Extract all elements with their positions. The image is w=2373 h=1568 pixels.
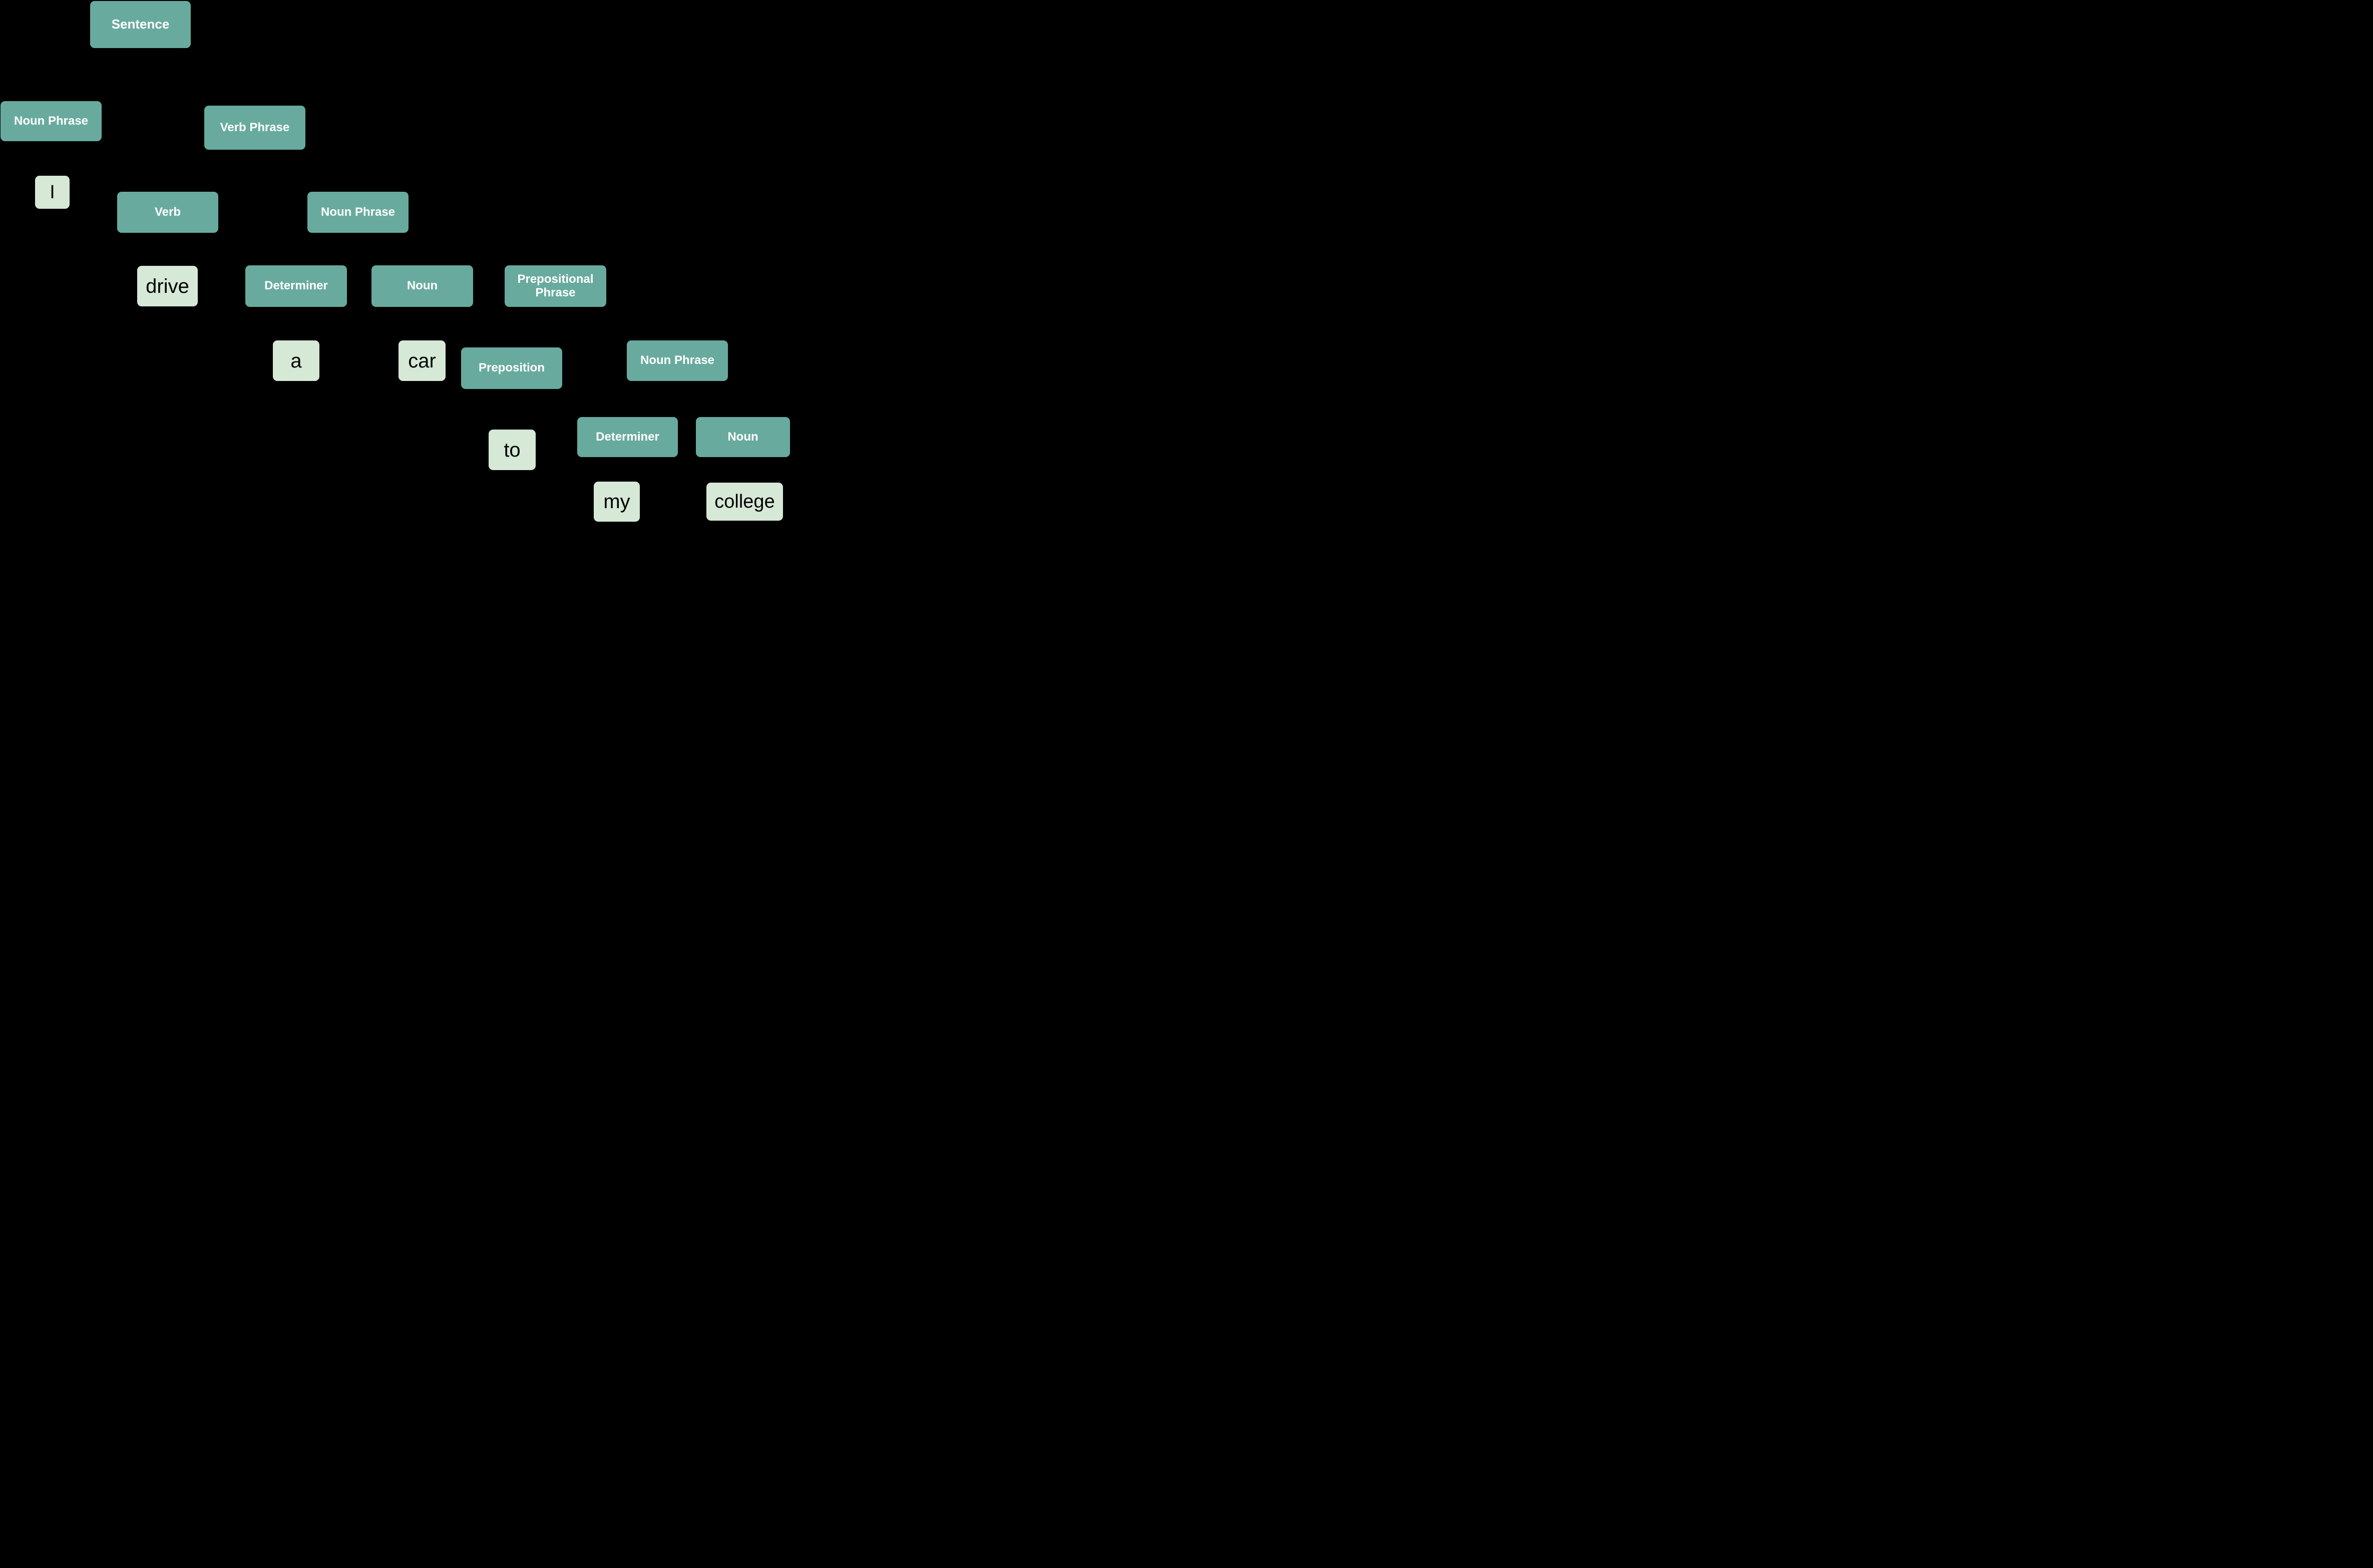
leaf-car: car <box>399 340 446 381</box>
node-verb-phrase: Verb Phrase <box>204 106 305 150</box>
node-noun-1: Noun <box>371 265 473 307</box>
node-label: Noun Phrase <box>640 353 715 367</box>
node-determiner-1: Determiner <box>245 265 347 307</box>
node-label: Verb <box>154 205 181 219</box>
word-label: college <box>714 491 775 512</box>
node-label: Verb Phrase <box>220 120 290 134</box>
node-noun-phrase-pp: Noun Phrase <box>627 340 728 381</box>
leaf-i: I <box>35 176 70 209</box>
node-noun-phrase-object: Noun Phrase <box>307 192 409 233</box>
node-preposition: Preposition <box>461 347 562 389</box>
node-label: Noun <box>407 279 438 293</box>
node-label: Determiner <box>264 279 328 293</box>
leaf-to: to <box>489 430 536 470</box>
word-label: I <box>50 182 55 203</box>
node-noun-phrase-subject: Noun Phrase <box>1 101 102 141</box>
leaf-college: college <box>706 483 783 521</box>
node-determiner-2: Determiner <box>577 417 678 457</box>
node-label: Sentence <box>111 17 170 32</box>
node-noun-2: Noun <box>696 417 790 457</box>
node-label: Prepositional Phrase <box>517 272 594 299</box>
word-label: a <box>290 349 302 372</box>
node-verb: Verb <box>117 192 218 233</box>
node-label: Noun Phrase <box>14 114 89 128</box>
leaf-drive: drive <box>137 266 198 306</box>
node-label: Preposition <box>478 361 545 375</box>
word-label: drive <box>146 275 189 297</box>
word-label: to <box>504 439 521 461</box>
node-sentence: Sentence <box>90 1 191 48</box>
word-label: my <box>603 491 630 513</box>
node-prepositional-phrase: Prepositional Phrase <box>505 265 606 307</box>
node-label: Noun Phrase <box>320 205 396 219</box>
node-label: Determiner <box>596 430 659 444</box>
leaf-a: a <box>273 340 319 381</box>
word-label: car <box>408 349 436 372</box>
leaf-my: my <box>594 482 640 522</box>
node-label: Noun <box>727 430 758 444</box>
